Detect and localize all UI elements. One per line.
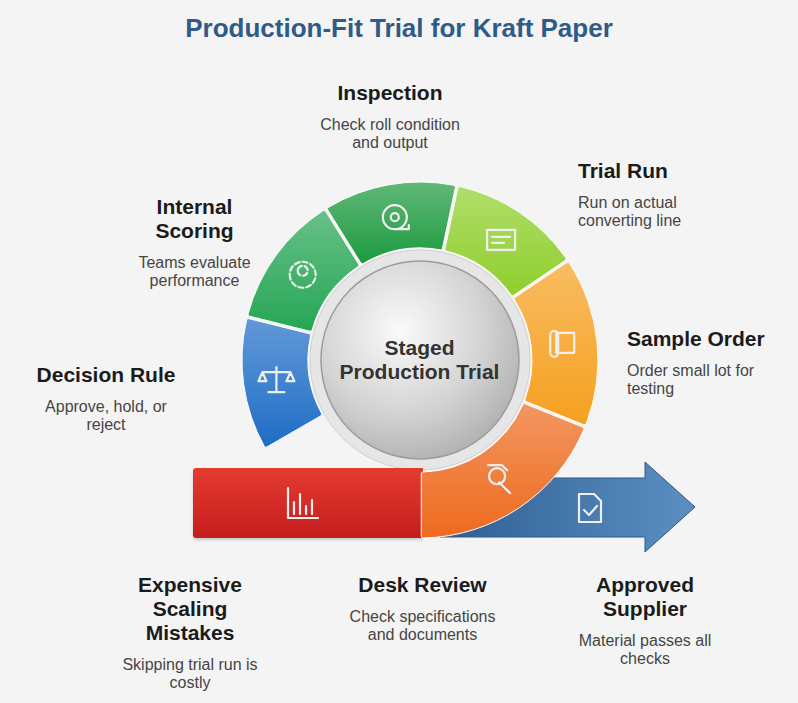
segment-shape [514,262,598,425]
segment-icon [290,262,316,288]
node-description: Approve, hold, or reject [31,398,181,434]
segment-icon [487,230,515,250]
node-label: Internal ScoringTeams evaluate performan… [122,195,267,290]
node-label: Trial RunRun on actual converting line [578,159,728,230]
segment-icon [288,488,318,518]
node-label: Decision RuleApprove, hold, or reject [31,363,181,434]
node-description: Material passes all checks [565,632,725,668]
node-heading: Desk Review [340,573,505,597]
node-label: Sample OrderOrder small lot for testing [627,327,787,398]
node-outline [193,468,423,538]
node-description: Check specifications and documents [340,608,505,644]
node-heading: Inspection [310,81,470,105]
node-heading: Approved Supplier [565,573,725,621]
segment-icon [258,367,294,392]
segment-gloss [242,319,322,448]
glass-ring [310,250,530,470]
segment-icon [550,331,574,357]
arrow-shape [440,462,695,552]
node-heading: Internal Scoring [122,195,267,243]
segment-icon [488,465,510,493]
node-outline [242,316,324,449]
diagram-title: Production-Fit Trial for Kraft Paper [0,12,798,44]
node-outline [512,260,598,427]
segment-shape [242,319,322,448]
node-label: Expensive Scaling MistakesSkipping trial… [115,573,265,692]
node-label: Desk ReviewCheck specifications and docu… [340,573,505,644]
segment-icon [579,494,601,522]
segment-gloss [248,210,359,331]
segment-shape [248,210,359,331]
node-heading: Sample Order [627,327,787,351]
node-label: InspectionCheck roll condition and outpu… [310,81,470,152]
risk-bar: Expensive Scaling MistakesSkipping trial… [193,468,423,538]
stage-segment: Sample OrderOrder small lot for testing [512,260,598,427]
node-heading: Trial Run [578,159,728,183]
hub-circle: Staged Production Trial [320,260,520,460]
node-heading: Decision Rule [31,363,181,387]
node-description: Skipping trial run is costly [115,656,265,692]
node-description: Check roll condition and output [310,116,470,152]
node-label: Approved SupplierMaterial passes all che… [565,573,725,668]
node-description: Order small lot for testing [627,362,787,398]
node-label: Staged Production Trial [332,336,507,384]
node-heading: Staged Production Trial [332,336,507,384]
node-description: Teams evaluate performance [122,254,267,290]
stage-segment: Decision RuleApprove, hold, or reject [242,316,324,449]
node-heading: Expensive Scaling Mistakes [115,573,265,645]
segment-gloss [514,262,598,425]
hub-disc [321,261,519,459]
segment-icon [383,205,409,229]
node-description: Run on actual converting line [578,194,728,230]
